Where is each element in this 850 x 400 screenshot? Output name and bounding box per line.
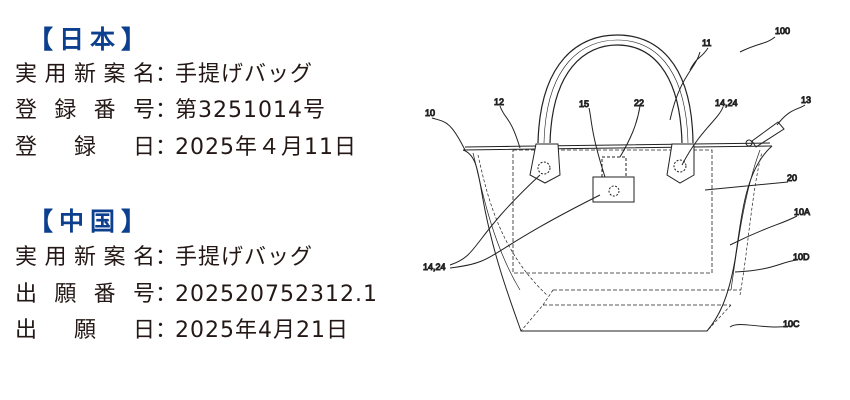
label-13: 13: [801, 95, 811, 105]
label-12: 12: [494, 97, 504, 107]
colon: ：: [155, 318, 178, 343]
bag-rim: [462, 142, 773, 151]
colon: ：: [155, 245, 178, 270]
label-15: 15: [579, 99, 589, 109]
zipper-pull-13: [751, 121, 785, 148]
label-11: 11: [702, 38, 711, 48]
japan-name-row: 実用新案名：手提げバッグ: [15, 60, 313, 90]
handle-inner: [549, 44, 683, 144]
row-value: 202520752312.1: [175, 282, 378, 307]
label-20: 20: [787, 173, 797, 183]
colon: ：: [155, 282, 178, 307]
china-date-row: 出願日：2025年4月21日: [15, 316, 349, 346]
bag-outline: [462, 145, 773, 332]
left-tab: [529, 143, 561, 184]
row-value: 第3251014号: [175, 98, 326, 123]
label-14-24-left: 14,24: [423, 262, 446, 272]
label-10A: 10A: [794, 207, 810, 217]
row-label: 出願日: [15, 318, 155, 343]
label-22: 22: [634, 98, 644, 108]
row-value: 手提げバッグ: [175, 245, 314, 270]
row-label: 登録日: [15, 135, 155, 160]
label-10C: 10C: [783, 319, 800, 329]
row-value: 手提げバッグ: [175, 62, 314, 87]
label-100: 100: [775, 26, 790, 36]
label-10: 10: [425, 108, 435, 118]
row-label: 出願番号: [15, 282, 155, 307]
colon: ：: [155, 135, 178, 160]
pocket-dashed: [512, 149, 713, 274]
japan-number-row: 登録番号：第3251014号: [15, 96, 326, 126]
china-name-row: 実用新案名：手提げバッグ: [15, 243, 313, 273]
row-value: 2025年4月21日: [175, 318, 349, 343]
row-label: 登録番号: [15, 98, 155, 123]
japan-heading: 【日本】: [28, 25, 153, 54]
china-number-row: 出願番号：202520752312.1: [15, 280, 378, 310]
tag-15: [592, 176, 635, 203]
japan-date-row: 登録日：2025年４月11日: [15, 133, 357, 163]
colon: ：: [155, 98, 178, 123]
label-14-24-right: 14,24: [715, 98, 738, 108]
colon: ：: [155, 62, 178, 87]
label-10D: 10D: [793, 252, 810, 262]
row-value: 2025年４月11日: [175, 135, 357, 160]
row-label: 実用新案名: [15, 62, 155, 87]
china-heading: 【中国】: [28, 207, 153, 236]
handle-outer: [537, 34, 694, 144]
right-tab: [666, 143, 695, 184]
row-label: 実用新案名: [15, 245, 155, 270]
